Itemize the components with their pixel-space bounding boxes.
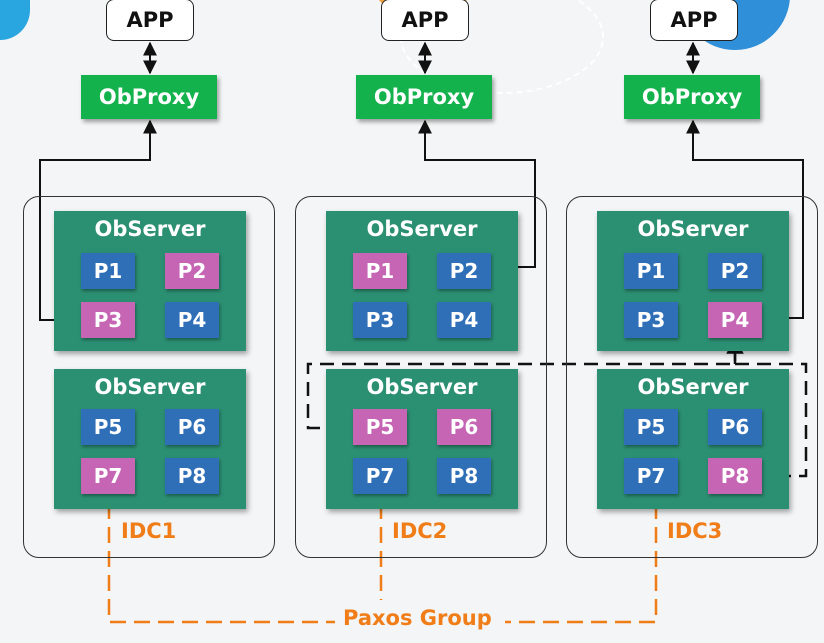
partition-p4: P4 (708, 302, 762, 338)
partition-p2: P2 (437, 253, 491, 289)
idc3-observer-1: ObServer P1 P2 P3 P4 (597, 211, 789, 351)
partition-p8: P8 (437, 458, 491, 494)
partition-p8: P8 (165, 458, 219, 494)
observer-title: ObServer (94, 375, 206, 399)
idc3-observer-2: ObServer P5 P6 P7 P8 (597, 369, 789, 509)
idc3-container (566, 196, 818, 558)
partition-p6: P6 (437, 409, 491, 445)
partition-p3: P3 (81, 302, 135, 338)
partition-p4: P4 (437, 302, 491, 338)
obproxy-box-1: ObProxy (81, 75, 217, 119)
idc2-observer-2: ObServer P5 P6 P7 P8 (326, 369, 518, 509)
app-box-1: APP (106, 0, 194, 41)
partition-p6: P6 (708, 409, 762, 445)
observer-title: ObServer (94, 217, 206, 241)
partition-p5: P5 (81, 409, 135, 445)
partition-p1: P1 (353, 253, 407, 289)
partition-p8: P8 (708, 458, 762, 494)
partition-p5: P5 (624, 409, 678, 445)
idc2-label: IDC2 (392, 519, 448, 543)
paxos-group-label: Paxos Group (343, 606, 492, 630)
idc1-label: IDC1 (121, 519, 177, 543)
idc3-label: IDC3 (667, 519, 723, 543)
partition-p1: P1 (81, 253, 135, 289)
route-idc1-p3 (39, 119, 157, 327)
partition-p7: P7 (81, 458, 135, 494)
partition-p7: P7 (353, 458, 407, 494)
idc1-container (23, 196, 275, 558)
observer-title: ObServer (366, 375, 478, 399)
app-box-3: APP (650, 0, 738, 41)
observer-title: ObServer (637, 375, 749, 399)
idc2-container (295, 196, 547, 558)
obproxy-box-2: ObProxy (356, 75, 492, 119)
idc1-observer-1: ObServer P1 P2 P3 P4 (54, 211, 246, 351)
partition-p6: P6 (165, 409, 219, 445)
partition-p2: P2 (165, 253, 219, 289)
partition-p4: P4 (165, 302, 219, 338)
app-box-2: APP (381, 0, 469, 41)
partition-p2: P2 (708, 253, 762, 289)
route-idc3-p4 (686, 119, 804, 325)
idc2-observer-1: ObServer P1 P2 P3 P4 (326, 211, 518, 351)
observer-title: ObServer (637, 217, 749, 241)
partition-p3: P3 (353, 302, 407, 338)
obproxy-box-3: ObProxy (624, 75, 760, 119)
observer-title: ObServer (366, 217, 478, 241)
partition-p7: P7 (624, 458, 678, 494)
route-idc2-p2 (418, 119, 536, 274)
partition-p3: P3 (624, 302, 678, 338)
paxos-line-idc1 (107, 503, 335, 624)
idc1-observer-2: ObServer P5 P6 P7 P8 (54, 369, 246, 509)
paxos-line-idc3 (505, 503, 658, 624)
partition-p5: P5 (353, 409, 407, 445)
partition-p1: P1 (624, 253, 678, 289)
